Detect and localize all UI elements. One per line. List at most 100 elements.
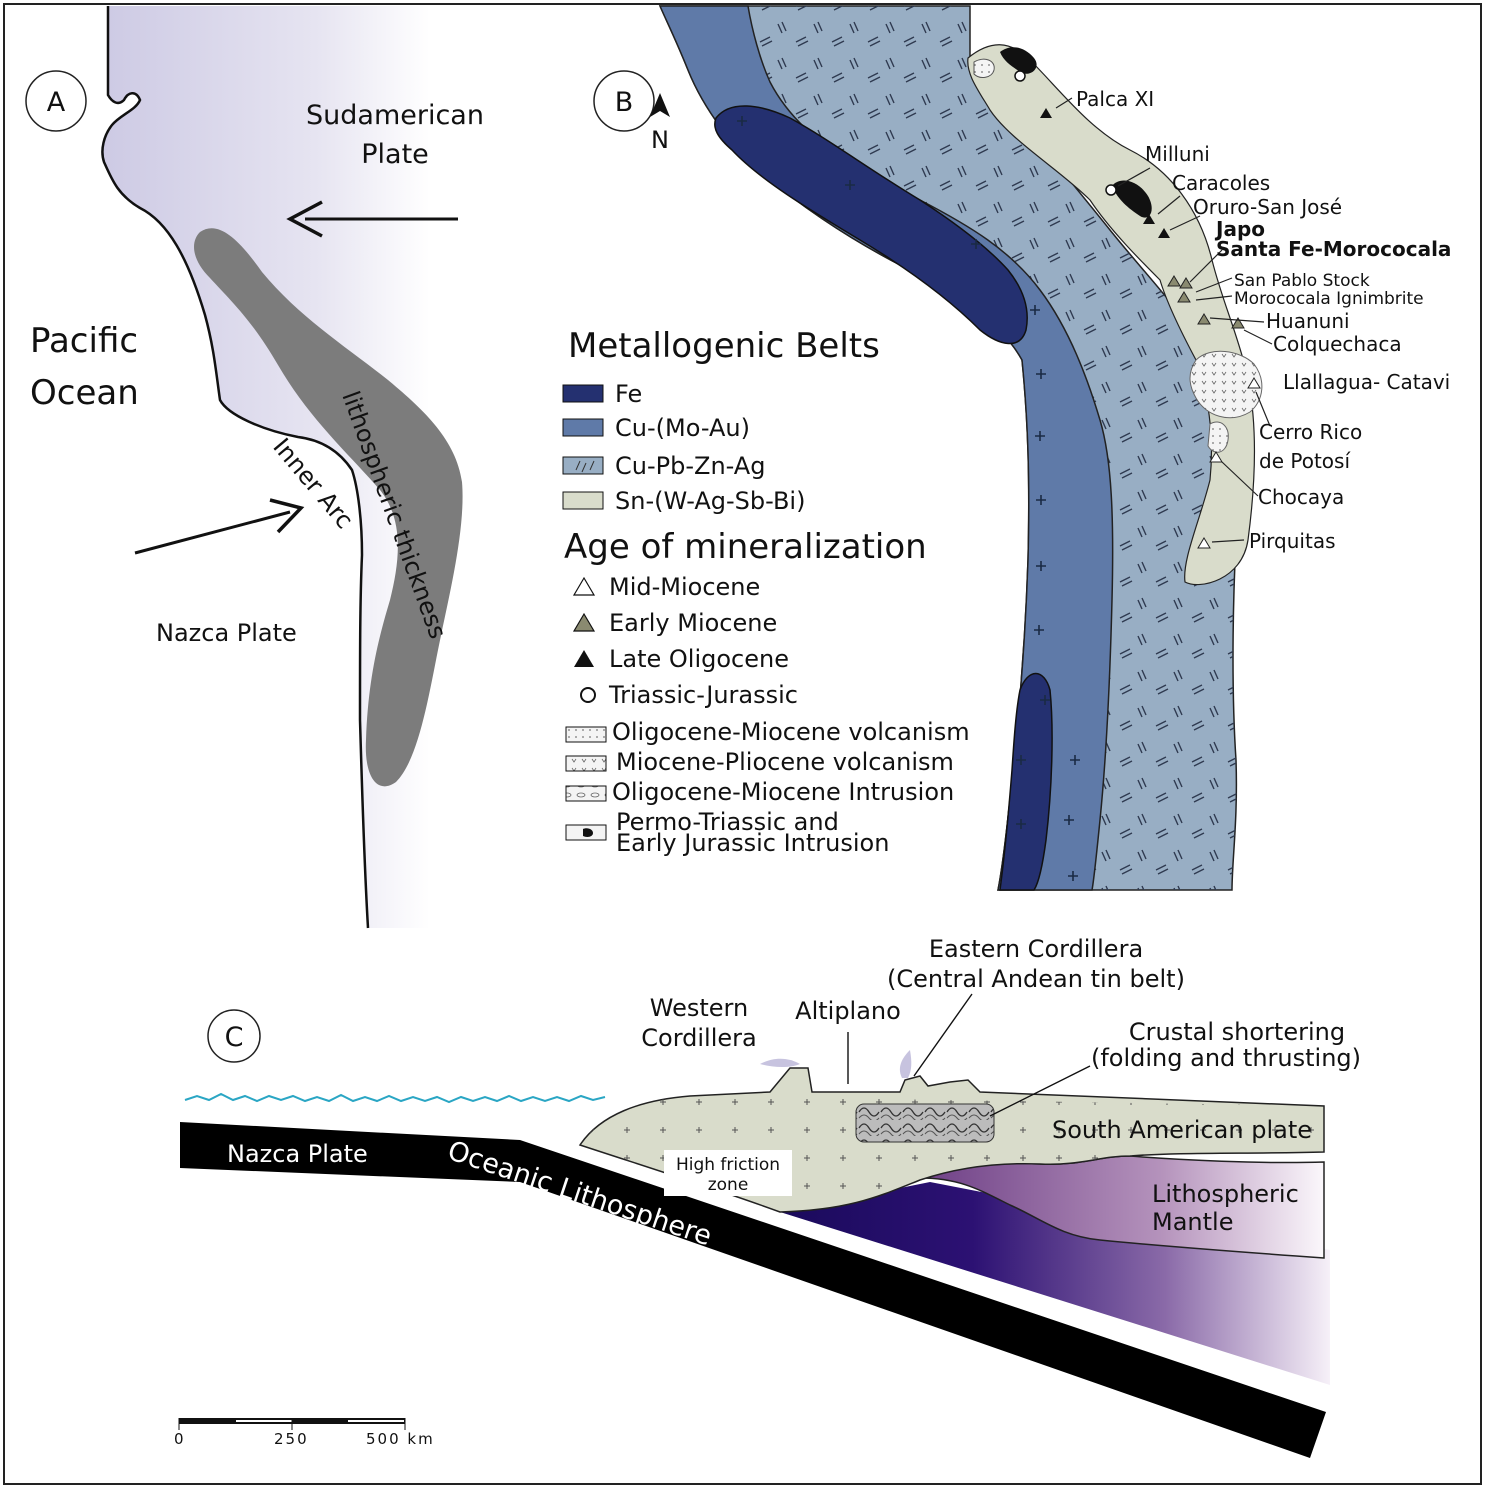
lithospheric-mantle-label: Lithospheric <box>1152 1180 1299 1208</box>
legend-cu-mo-au-label: Cu-(Mo-Au) <box>615 414 750 442</box>
legend-triassic-label: Triassic-Jurassic <box>608 681 798 709</box>
legend-mio-volc-label: Miocene-Pliocene volcanism <box>616 748 954 776</box>
colquechaca-label: Colquechaca <box>1273 332 1402 356</box>
pacific-ocean-label-line2: Ocean <box>30 373 139 413</box>
sn-w-ag-sb-bi-belt <box>967 44 1256 586</box>
legend-mio-volc-swatch <box>565 755 607 772</box>
high-friction-label-line2: zone <box>708 1175 749 1195</box>
sea-surface-line <box>184 1092 606 1104</box>
legend-early-miocene-label: Early Miocene <box>609 609 777 637</box>
high-friction-box <box>664 1150 792 1196</box>
fe-belt-north <box>714 105 1028 345</box>
huanuni-label: Huanuni <box>1266 309 1350 333</box>
palca-circle-marker <box>1014 70 1026 82</box>
chocaya-marker <box>1209 451 1223 463</box>
panel-c-badge-circle <box>207 1009 261 1063</box>
legend-cu-pb-swatch <box>562 456 604 475</box>
santa-fe-marker <box>1179 277 1193 289</box>
oligocene-miocene-volcanism-patch <box>973 58 995 78</box>
eastern-plume-icon <box>899 1050 912 1078</box>
legend-cu-pb-texture <box>575 460 595 473</box>
legend-early-miocene-icon <box>572 612 596 632</box>
deposit-leader-lines <box>1055 97 1273 543</box>
legend-late-oligocene-icon <box>574 650 594 667</box>
japo-label: Japo <box>1214 217 1265 241</box>
crustal-shortening-block <box>855 1103 995 1143</box>
scale-250-label: 250 <box>274 1430 309 1448</box>
nazca-motion-arrow <box>134 498 305 555</box>
western-cordillera-label-line2: Cordillera <box>641 1024 756 1052</box>
panel-c-leader-lines <box>847 993 1091 1117</box>
miocene-pliocene-volcanism-patch <box>1189 350 1263 419</box>
pirquitas-label: Pirquitas <box>1249 529 1336 553</box>
crustal-shortening-label-line2: (folding and thrusting) <box>1091 1044 1361 1072</box>
pirquitas-marker <box>1197 537 1211 549</box>
colquechaca-marker <box>1231 317 1245 329</box>
oruro-marker <box>1158 228 1170 238</box>
cu-mo-au-belt <box>658 5 1114 891</box>
legend-permo-icon <box>583 828 593 837</box>
south-america-continent <box>102 6 430 928</box>
morococala-label: Morococala Ignimbrite <box>1234 289 1424 309</box>
legend-sn-swatch <box>562 491 604 510</box>
legend: Metallogenic Belts Fe Cu-(Mo-Au) Cu-Pb-Z… <box>562 326 970 857</box>
milluni-marker <box>1105 184 1117 196</box>
legend-olig-intr-swatch <box>565 785 607 802</box>
san-pablo-marker <box>1177 291 1191 303</box>
lithospheric-thickness-zone <box>194 228 463 787</box>
san-pablo-label: San Pablo Stock <box>1234 271 1370 291</box>
fe-belt-south <box>999 672 1053 891</box>
milluni-label: Milluni <box>1145 142 1210 166</box>
huanuni-marker <box>1197 313 1211 325</box>
legend-olig-volc-label: Oligocene-Miocene volcanism <box>612 718 970 746</box>
legend-mid-miocene-label: Mid-Miocene <box>609 573 760 601</box>
llallagua-label: Llallagua- Catavi <box>1283 370 1450 394</box>
lithospheric-mantle-label-line2: Mantle <box>1152 1208 1233 1236</box>
pacific-ocean-label: Pacific <box>30 321 138 361</box>
santa-fe-label: Santa Fe-Morococala <box>1216 237 1451 261</box>
legend-sn-label: Sn-(W-Ag-Sb-Bi) <box>615 487 805 515</box>
oceanic-lithosphere-slab <box>180 1122 1326 1458</box>
legend-belts-title: Metallogenic Belts <box>568 326 880 366</box>
nazca-plate-label-c: Nazca Plate <box>227 1140 368 1168</box>
permo-triassic-intrusion-patch <box>1000 47 1037 74</box>
cerro-rico-label: Cerro Rico <box>1259 420 1362 444</box>
eastern-cordillera-label-line2: (Central Andean tin belt) <box>887 965 1185 993</box>
legend-fe-label: Fe <box>615 380 642 408</box>
western-plume-icon <box>760 1058 800 1067</box>
deposit-markers <box>1014 70 1261 549</box>
palca-triangle-marker <box>1040 108 1052 118</box>
scale-bar <box>178 1418 406 1430</box>
chocaya-label: Chocaya <box>1258 485 1344 509</box>
north-label: N <box>651 126 669 154</box>
legend-late-oligocene-label: Late Oligocene <box>609 645 789 673</box>
legend-permo-label: Permo-Triassic and <box>616 808 839 836</box>
legend-triassic-icon <box>580 687 596 703</box>
legend-cu-mo-au-swatch <box>562 418 604 437</box>
eastern-cordillera-label: Eastern Cordillera <box>929 935 1143 963</box>
legend-age-title: Age of mineralization <box>564 527 927 567</box>
palca-label: Palca XI <box>1076 87 1154 111</box>
caracoles-label: Caracoles <box>1172 171 1270 195</box>
legend-cu-pb-label: Cu-Pb-Zn-Ag <box>615 452 765 480</box>
panel-a-badge-circle <box>25 70 87 132</box>
western-cordillera-label: Western <box>650 994 748 1022</box>
altiplano-label: Altiplano <box>795 997 901 1025</box>
legend-permo-label-line2: Early Jurassic Intrusion <box>616 829 889 857</box>
legend-olig-intr-label: Oligocene-Miocene Intrusion <box>612 778 954 806</box>
nazca-plate-label-a: Nazca Plate <box>156 619 297 647</box>
north-arrow-icon <box>650 93 670 117</box>
panel-b-badge-circle <box>593 70 655 132</box>
legend-mid-miocene-icon <box>572 576 596 596</box>
caracoles-marker <box>1143 214 1155 224</box>
legend-fe-swatch <box>562 384 604 403</box>
oruro-label: Oruro-San José <box>1193 195 1342 219</box>
crustal-shortening-label: Crustal shortering <box>1129 1018 1345 1046</box>
coastline <box>101 6 370 929</box>
scale-500-label: 500 km <box>366 1430 435 1448</box>
cerro-rico-volcanism-patch <box>1207 421 1229 453</box>
south-american-plate-label: South American plate <box>1052 1116 1312 1144</box>
sudamerican-plate-label: Sudamerican <box>306 100 484 131</box>
panel-c-badge: C <box>225 1022 244 1053</box>
